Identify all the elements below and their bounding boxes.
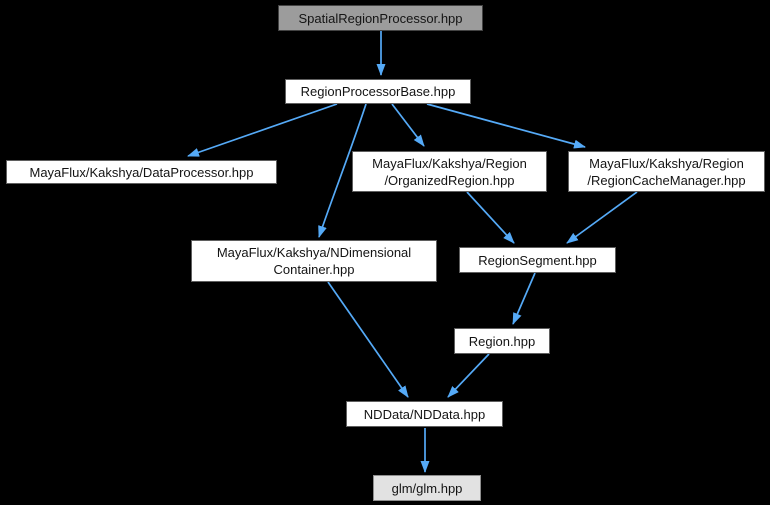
edge-region-processor-base-to-data-processor <box>187 103 338 157</box>
node-label: MayaFlux/Kakshya/NDimensional Container.… <box>216 245 412 277</box>
node-ndimensional-container[interactable]: MayaFlux/Kakshya/NDimensional Container.… <box>191 240 437 282</box>
edge-ndimensional-container-to-nddata <box>327 281 409 398</box>
edge-region-processor-base-to-organized-region <box>391 103 425 147</box>
edge-region-processor-base-to-region-cache-manager <box>426 103 586 149</box>
node-label: NDData/NDData.hpp <box>363 406 486 422</box>
node-label: MayaFlux/Kakshya/Region /RegionCacheMana… <box>587 155 746 188</box>
node-label: MayaFlux/Kakshya/DataProcessor.hpp <box>29 164 254 180</box>
node-data-processor[interactable]: MayaFlux/Kakshya/DataProcessor.hpp <box>6 160 277 184</box>
node-spatial-region-processor: SpatialRegionProcessor.hpp <box>278 5 483 31</box>
node-label: glm/glm.hpp <box>391 480 463 496</box>
edge-region-cache-manager-to-region-segment <box>566 191 638 244</box>
node-region-segment[interactable]: RegionSegment.hpp <box>459 247 616 273</box>
node-label: RegionSegment.hpp <box>478 252 597 268</box>
edge-region-to-nddata <box>447 353 490 398</box>
node-label: SpatialRegionProcessor.hpp <box>298 10 463 26</box>
node-label: Region.hpp <box>468 333 536 349</box>
node-label: MayaFlux/Kakshya/Region /OrganizedRegion… <box>372 155 527 188</box>
edge-region-segment-to-region <box>512 272 536 325</box>
node-region-cache-manager[interactable]: MayaFlux/Kakshya/Region /RegionCacheMana… <box>568 151 765 192</box>
node-region[interactable]: Region.hpp <box>454 328 550 354</box>
node-label: RegionProcessorBase.hpp <box>300 84 456 99</box>
node-region-processor-base[interactable]: RegionProcessorBase.hpp <box>285 79 471 104</box>
edge-organized-region-to-region-segment <box>466 191 515 244</box>
node-organized-region[interactable]: MayaFlux/Kakshya/Region /OrganizedRegion… <box>352 151 547 192</box>
node-glm: glm/glm.hpp <box>373 475 481 501</box>
node-nddata[interactable]: NDData/NDData.hpp <box>346 401 503 427</box>
